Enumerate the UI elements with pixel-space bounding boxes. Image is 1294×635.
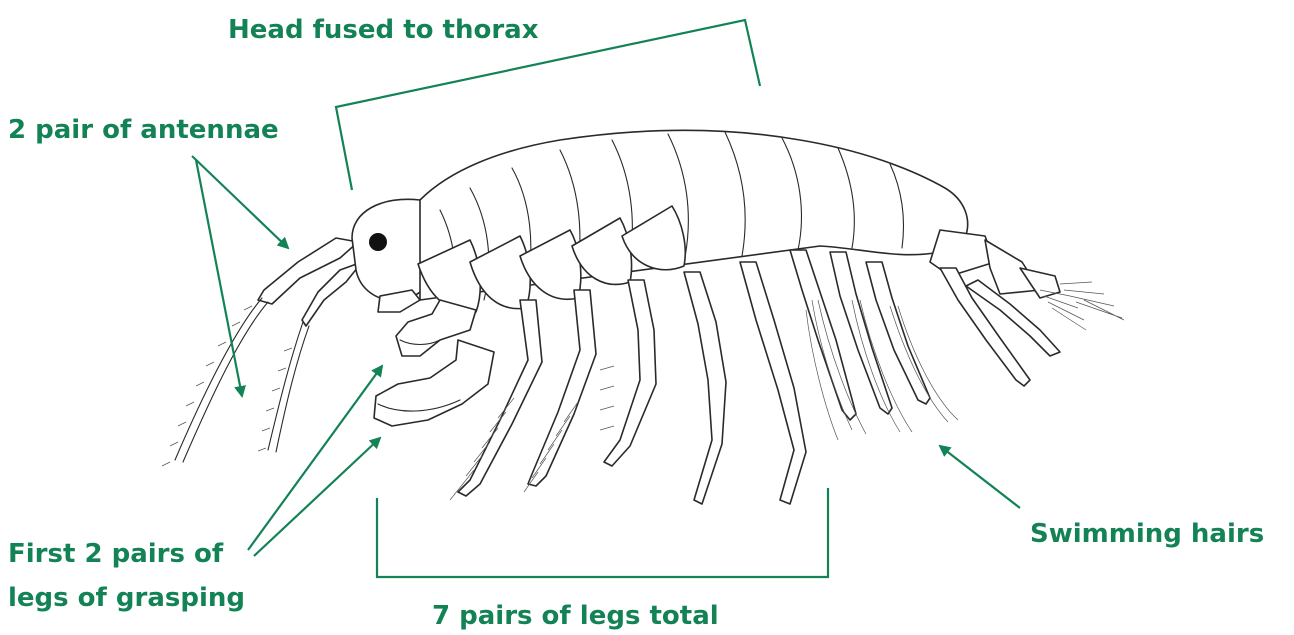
label-grasping-line2: legs of grasping	[8, 583, 245, 613]
antennae	[162, 238, 362, 466]
label-swimming-hairs: Swimming hairs	[1030, 519, 1264, 549]
label-antennae: 2 pair of antennae	[8, 115, 279, 145]
eye-icon	[369, 233, 387, 251]
label-grasping-line1: First 2 pairs of	[8, 539, 224, 569]
bracket-legs-total	[377, 488, 828, 577]
arrow-antenna-1	[192, 156, 288, 248]
gnathopods	[374, 300, 494, 426]
label-legs-total: 7 pairs of legs total	[432, 601, 719, 631]
arrow-grasping-1	[248, 366, 382, 550]
amphipod-illustration	[162, 130, 1124, 504]
swimming-legs	[790, 250, 1124, 440]
arrow-swimming-hairs	[940, 446, 1020, 508]
arrow-antenna-2	[196, 160, 242, 396]
label-head-fused: Head fused to thorax	[228, 15, 539, 45]
